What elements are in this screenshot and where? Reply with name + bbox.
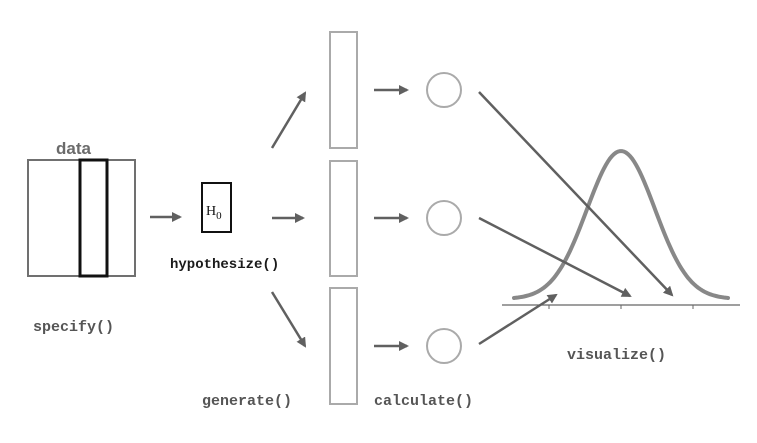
hypothesize-label: hypothesize() xyxy=(170,257,279,273)
h0-label: H0 xyxy=(206,204,222,222)
visualize-label: visualize() xyxy=(567,347,666,364)
calculate-label: calculate() xyxy=(374,393,473,410)
h0-box xyxy=(201,182,232,233)
replicate-box-2 xyxy=(329,160,358,277)
arrow-to-replicate-3 xyxy=(270,291,307,348)
specify-label: specify() xyxy=(33,319,114,336)
data-label: data xyxy=(56,139,92,158)
arrow-to-replicate-1 xyxy=(270,91,307,149)
null-distribution-curve xyxy=(512,149,730,300)
stat-circle-2 xyxy=(426,200,462,236)
selected-column xyxy=(78,158,109,278)
arrow-stat-2-to-distribution xyxy=(478,216,632,298)
generate-label: generate() xyxy=(202,393,292,410)
stat-circle-1 xyxy=(426,72,462,108)
arrow-stat-1-to-distribution xyxy=(478,91,674,297)
arrow-stat-3-to-distribution xyxy=(478,293,558,346)
replicate-box-1 xyxy=(329,31,358,149)
stat-circle-3 xyxy=(426,328,462,364)
replicate-box-3 xyxy=(329,287,358,405)
